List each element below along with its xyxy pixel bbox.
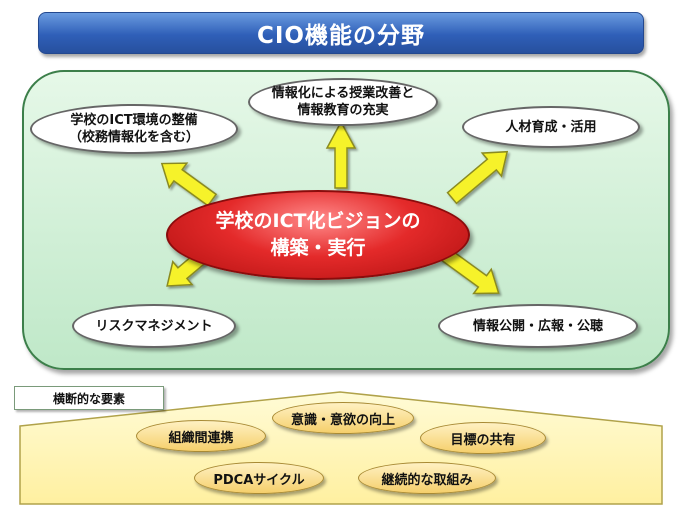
cross-cutting-label-box: 横断的な要素 <box>14 386 164 410</box>
node-risk-management: リスクマネジメント <box>72 304 236 348</box>
pill-continuous-label: 継続的な取組み <box>381 472 473 488</box>
arrow-upper-left-icon <box>160 162 218 207</box>
pill-collaboration-label: 組織間連携 <box>168 430 234 446</box>
pill-continuous: 継続的な取組み <box>358 462 496 494</box>
center-vision-node: 学校のICT化ビジョンの 構築・実行 <box>166 190 470 280</box>
arrow-up-icon <box>325 120 357 189</box>
center-vision-line2: 構築・実行 <box>270 237 366 259</box>
cross-cutting-label: 横断的な要素 <box>52 391 125 406</box>
node-public-relations: 情報公開・広報・公聴 <box>438 304 638 348</box>
node-ict-environment: 学校のICT環境の整備 （校務情報化を含む） <box>30 104 238 154</box>
arrow-lower-right-icon <box>436 245 500 295</box>
node-teaching-improvement-line1: 情報化による授業改善と <box>271 86 415 101</box>
node-teaching-improvement: 情報化による授業改善と 情報教育の充実 <box>248 78 438 126</box>
node-human-resources: 人材育成・活用 <box>462 106 640 148</box>
pill-awareness-label: 意識・意欲の向上 <box>290 412 395 428</box>
pill-collaboration: 組織間連携 <box>136 420 266 452</box>
node-risk-management-label: リスクマネジメント <box>95 318 213 334</box>
arrow-upper-right-icon <box>446 150 509 205</box>
pill-pdca: PDCAサイクル <box>194 462 324 494</box>
diagram-title: CIO機能の分野 <box>257 23 425 49</box>
node-ict-environment-line2: （校務情報化を含む） <box>68 130 199 145</box>
pill-awareness: 意識・意欲の向上 <box>272 402 414 434</box>
pill-shared-goals: 目標の共有 <box>420 422 546 454</box>
node-human-resources-label: 人材育成・活用 <box>505 119 597 135</box>
node-teaching-improvement-line2: 情報教育の充実 <box>297 103 389 118</box>
node-ict-environment-line1: 学校のICT環境の整備 <box>70 113 198 128</box>
pill-pdca-label: PDCAサイクル <box>213 472 305 488</box>
pill-shared-goals-label: 目標の共有 <box>450 432 516 448</box>
node-public-relations-label: 情報公開・広報・公聴 <box>472 318 603 334</box>
center-vision-line1: 学校のICT化ビジョンの <box>215 210 421 232</box>
title-bar: CIO機能の分野 <box>38 12 644 54</box>
